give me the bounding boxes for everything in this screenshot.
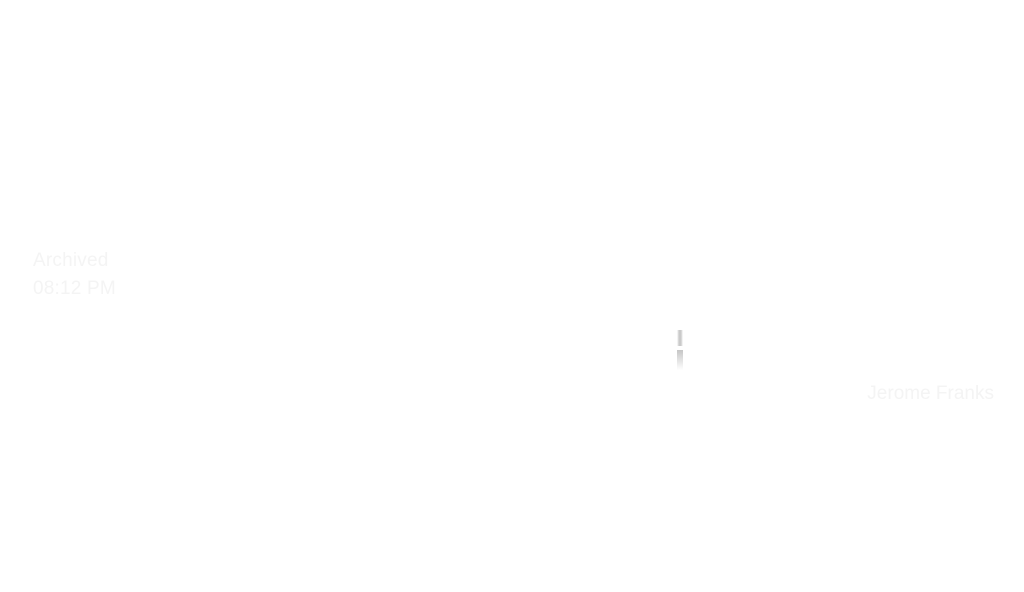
faint-label-line-2: 08:12 PM [33,278,116,299]
faint-label-line-1: Archived [33,250,109,271]
faint-left-label: Archived 08:12 PM [33,247,116,303]
drag-handle-upper-bar [677,330,683,346]
drag-handle-lower-bar [677,350,683,370]
drag-handle[interactable] [677,328,683,372]
faint-right-label: Jerome Franks [867,383,994,404]
